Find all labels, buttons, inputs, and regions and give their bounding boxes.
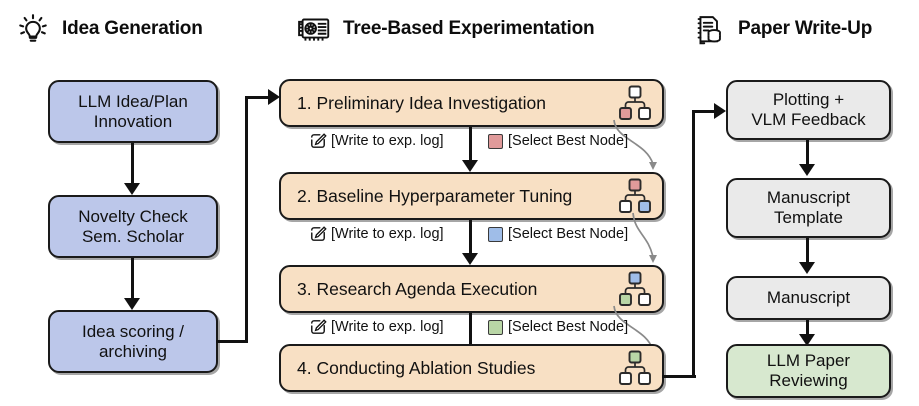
- stage-box-preliminary-idea-investigation[interactable]: 1. Preliminary Idea Investigation: [279, 79, 664, 127]
- pencil-edit-icon: [310, 319, 327, 335]
- connector-ideation-to-experimentation-h1: [216, 340, 248, 344]
- lightbulb-icon: [14, 10, 52, 48]
- node-link-stage-1-to-2: [613, 119, 657, 170]
- writeup-box-manuscript-template[interactable]: Manuscript Template: [726, 178, 891, 238]
- column-title: Paper Write-Up: [738, 18, 873, 39]
- connector-stage-1-2: [469, 127, 473, 167]
- node-label: 3. Research Agenda Execution: [297, 278, 538, 299]
- node-label: LLM Paper Reviewing: [766, 351, 851, 390]
- connector-stage-3-4: [469, 313, 473, 353]
- column-title: Tree-Based Experimentation: [343, 18, 595, 39]
- arrowhead-idea-2-3: [124, 298, 141, 310]
- select-node-swatch: [488, 319, 503, 335]
- document-database-icon: [690, 10, 728, 48]
- arrowhead-into-plotting: [714, 103, 726, 119]
- idea-box-idea-scoring-archiving[interactable]: Idea scoring / archiving: [48, 310, 218, 373]
- caption-write-log-3: [Write to exp. log]: [310, 319, 444, 335]
- node-label: 2. Baseline Hyperparameter Tuning: [297, 185, 573, 206]
- caption-select-node-1: [Select Best Node]: [488, 133, 628, 149]
- connector-stage-2-3: [469, 220, 473, 260]
- stage-box-research-agenda-execution[interactable]: 3. Research Agenda Execution: [279, 265, 664, 313]
- node-label: Plotting + VLM Feedback: [751, 90, 866, 129]
- node-label: Novelty Check Sem. Scholar: [78, 206, 188, 246]
- caption-text: [Write to exp. log]: [331, 133, 444, 149]
- connector-experimentation-to-writeup-h2: [692, 110, 718, 114]
- arrowhead-writeup-1-2: [799, 164, 816, 176]
- node-label: Manuscript: [766, 288, 851, 308]
- tree-icon-stage-3: [617, 270, 653, 308]
- connector-ideation-to-experimentation-h2: [245, 96, 273, 100]
- node-label: Idea scoring / archiving: [81, 321, 185, 361]
- caption-text: [Select Best Node]: [508, 133, 629, 149]
- stage-box-baseline-hyperparameter-tuning[interactable]: 2. Baseline Hyperparameter Tuning: [279, 172, 664, 220]
- connector-ideation-to-experimentation-v: [245, 96, 249, 342]
- connector-writeup-1-2: [806, 140, 810, 170]
- caption-text: [Write to exp. log]: [331, 319, 444, 335]
- idea-box-llm-idea-plan-innovation[interactable]: LLM Idea/Plan Innovation: [48, 80, 218, 143]
- node-link-stage-2-to-3: [632, 212, 657, 263]
- writeup-box-llm-paper-reviewing[interactable]: LLM Paper Reviewing: [726, 344, 891, 398]
- arrowhead-stage-2-3: [462, 253, 479, 265]
- select-node-swatch: [488, 133, 503, 149]
- pencil-edit-icon: [310, 133, 327, 149]
- arrowhead-writeup-2-3: [799, 262, 816, 274]
- caption-text: [Select Best Node]: [508, 319, 629, 335]
- caption-select-node-2: [Select Best Node]: [488, 226, 628, 242]
- select-node-swatch: [488, 226, 503, 242]
- writeup-box-plotting-vlm-feedback[interactable]: Plotting + VLM Feedback: [726, 80, 891, 140]
- tree-icon-stage-4: [617, 349, 653, 387]
- idea-box-novelty-check-sem-scholar[interactable]: Novelty Check Sem. Scholar: [48, 195, 218, 258]
- connector-writeup-3-4: [806, 320, 810, 342]
- arrowhead-stage-1-2: [462, 160, 479, 172]
- node-label: 1. Preliminary Idea Investigation: [297, 92, 547, 113]
- column-header-paper-write-up: Paper Write-Up: [690, 10, 872, 48]
- connector-experimentation-to-writeup-h1: [662, 375, 696, 379]
- writeup-box-manuscript[interactable]: Manuscript: [726, 276, 891, 320]
- gpu-card-icon: [295, 10, 333, 48]
- caption-text: [Select Best Node]: [508, 226, 629, 242]
- node-label: Manuscript Template: [766, 188, 851, 227]
- arrowhead-writeup-3-4: [799, 334, 816, 346]
- connector-experimentation-to-writeup-v: [692, 110, 696, 378]
- column-header-tree-based-experimentation: Tree-Based Experimentation: [295, 10, 595, 48]
- connector-writeup-2-3: [806, 238, 810, 270]
- arrowhead-into-stage-1: [268, 89, 280, 105]
- caption-write-log-2: [Write to exp. log]: [310, 226, 444, 242]
- node-label: LLM Idea/Plan Innovation: [78, 91, 188, 131]
- connector-idea-1-2: [131, 143, 135, 188]
- pencil-edit-icon: [310, 226, 327, 242]
- stage-box-conducting-ablation-studies[interactable]: 4. Conducting Ablation Studies: [279, 344, 664, 392]
- tree-icon-stage-2: [617, 177, 653, 215]
- connector-idea-2-3: [131, 258, 135, 303]
- caption-write-log-1: [Write to exp. log]: [310, 133, 444, 149]
- column-title: Idea Generation: [62, 18, 203, 39]
- column-header-idea-generation: Idea Generation: [14, 10, 203, 48]
- caption-text: [Write to exp. log]: [331, 226, 444, 242]
- caption-select-node-3: [Select Best Node]: [488, 319, 628, 335]
- node-label: 4. Conducting Ablation Studies: [297, 357, 536, 378]
- tree-icon-stage-1: [617, 84, 653, 122]
- arrowhead-idea-1-2: [124, 183, 141, 195]
